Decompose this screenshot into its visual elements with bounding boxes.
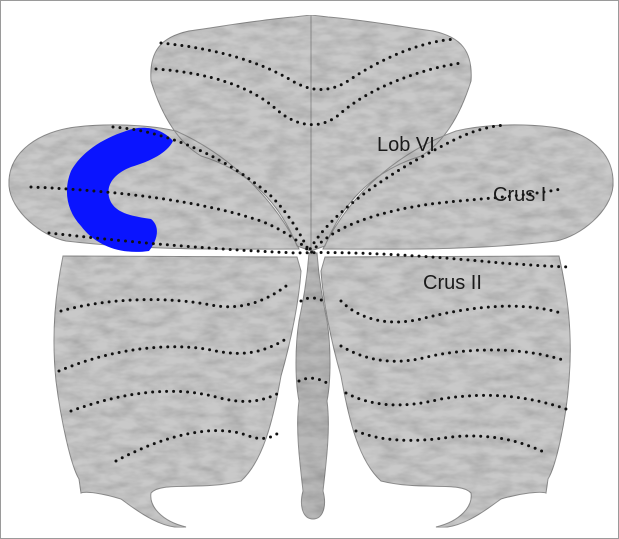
left-hemisphere (9, 15, 311, 527)
label-crus-ii: Crus II (423, 272, 482, 294)
cortex-surface (9, 15, 613, 527)
label-lob-vi: Lob VI (377, 134, 435, 156)
label-crus-i: Crus I (493, 184, 546, 206)
